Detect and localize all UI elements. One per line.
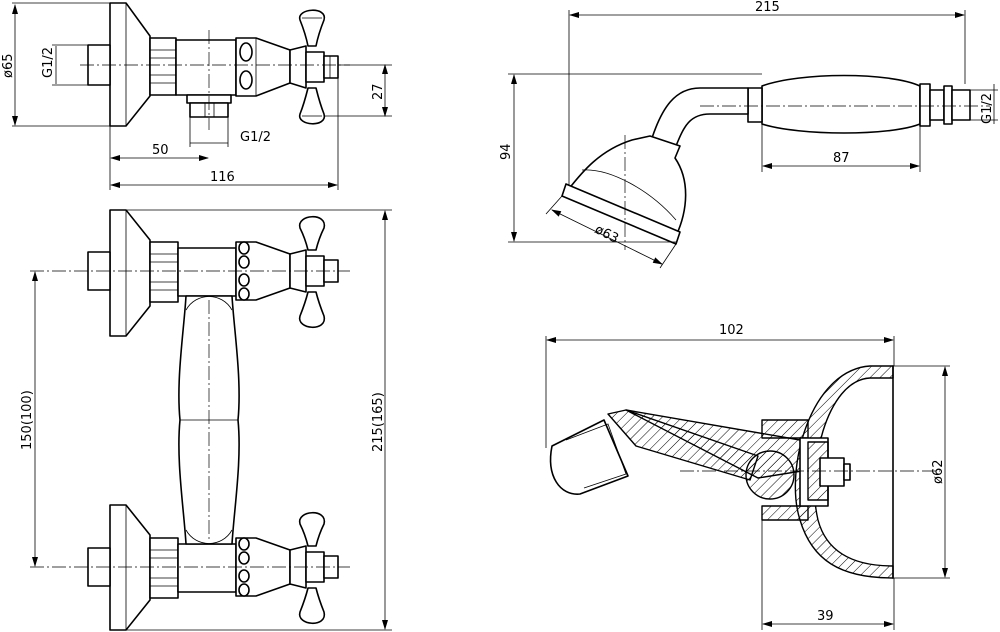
mixer-side-view: ø65 G1/2 27 G1/2 50 116 (1, 2, 392, 190)
bracket-section-view: 102 ø62 39 (545, 323, 950, 630)
dim-dia-62: ø62 (931, 460, 946, 485)
dim-87: 87 (833, 151, 850, 166)
dim-150: 150(100) (20, 390, 35, 450)
dim-94: 94 (499, 143, 514, 160)
dim-50: 50 (152, 143, 169, 158)
shower-neck (651, 87, 749, 147)
valve-body (175, 39, 237, 96)
dim-116: 116 (210, 170, 235, 185)
hand-shower-view: 215 94 87 ø63 G1/2 (499, 0, 998, 269)
handle-top (299, 9, 325, 47)
dim-27: 27 (371, 83, 386, 100)
handle-bottom (299, 87, 325, 125)
dim-thread-shower: G1/2 (980, 93, 995, 124)
mixer-front-view: 150(100) 215(165) (20, 209, 392, 631)
dim-102: 102 (719, 323, 744, 338)
dim-thread-bottom: G1/2 (240, 130, 271, 145)
wall-flange (109, 2, 151, 127)
dim-dia-63: ø63 (592, 222, 621, 246)
ball-joint (745, 450, 795, 500)
dim-215-shower: 215 (755, 0, 780, 15)
dim-thread-top: G1/2 (41, 47, 56, 78)
shower-handle (761, 74, 921, 134)
dim-dia-65: ø65 (1, 54, 16, 79)
hex-nut (149, 37, 177, 96)
dim-39: 39 (817, 609, 834, 624)
dim-215-165: 215(165) (371, 392, 386, 452)
